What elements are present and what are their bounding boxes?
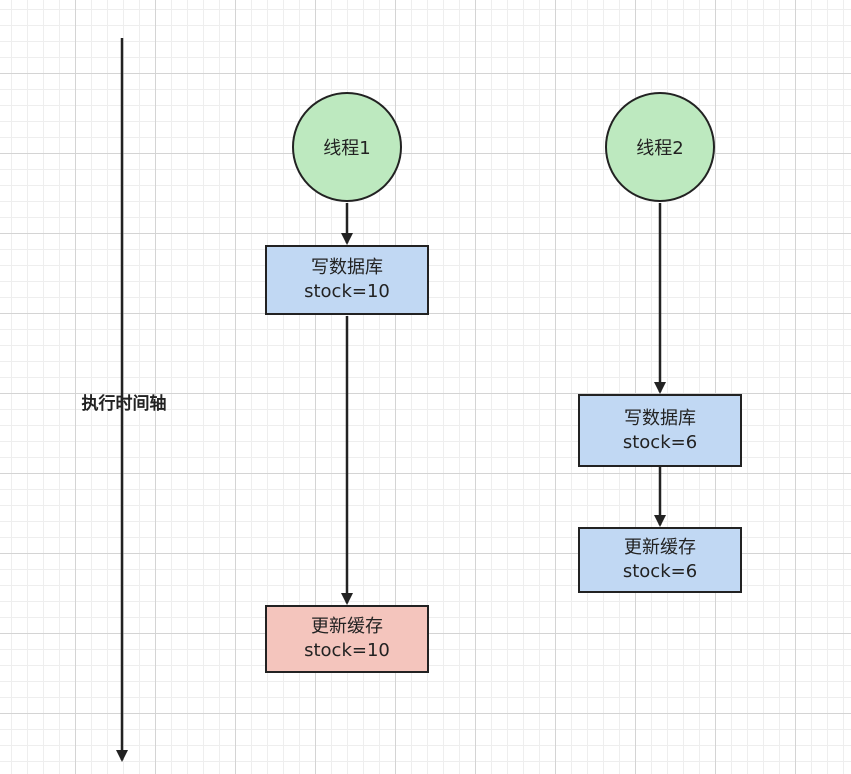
thread2-db-write-action: 写数据库: [624, 407, 696, 429]
thread1-cache-update-action: 更新缓存: [311, 616, 383, 637]
thread1-cache-update-value: stock=10: [304, 640, 390, 661]
thread2-label: 线程2: [636, 138, 684, 159]
thread1-db-write-box: 写数据库 stock=10: [265, 245, 429, 315]
thread1-cache-update-box: 更新缓存 stock=10: [265, 605, 429, 673]
thread2-cache-update-box: 更新缓存 stock=6: [578, 527, 742, 593]
thread1-node: 线程1: [292, 92, 402, 202]
thread2-db-write-value: stock=6: [622, 431, 698, 453]
thread2-db-write-box: 写数据库 stock=6: [578, 394, 742, 467]
time-axis-label: 执行时间轴: [81, 394, 167, 414]
thread2-node: 线程2: [605, 92, 715, 202]
thread1-db-write-action: 写数据库: [311, 257, 383, 278]
thread2-cache-update-action: 更新缓存: [624, 537, 696, 558]
thread1-label: 线程1: [323, 138, 371, 159]
thread2-cache-update-value: stock=6: [622, 561, 698, 582]
thread1-db-write-value: stock=10: [304, 281, 390, 302]
